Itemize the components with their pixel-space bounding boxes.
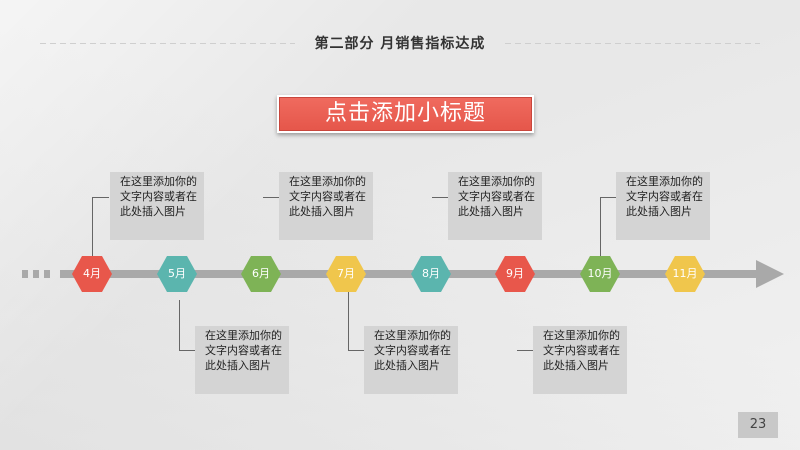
connector-line	[600, 197, 616, 198]
month-marker-11[interactable]: 11月	[665, 256, 705, 292]
timeline-arrow-icon	[756, 260, 784, 288]
month-label: 4月	[83, 267, 101, 280]
page-number: 23	[738, 412, 778, 438]
connector-line	[92, 197, 93, 258]
month-label: 10月	[587, 267, 613, 280]
connector-line	[179, 300, 180, 350]
note-box[interactable]: 在这里添加你的文字内容或者在此处插入图片	[364, 326, 458, 394]
note-box[interactable]: 在这里添加你的文字内容或者在此处插入图片	[616, 172, 710, 240]
connector-line	[348, 350, 364, 351]
timeline-line	[60, 270, 760, 278]
month-marker-5[interactable]: 5月	[157, 256, 197, 292]
month-label: 9月	[506, 267, 524, 280]
note-box[interactable]: 在这里添加你的文字内容或者在此处插入图片	[195, 326, 289, 394]
month-label: 7月	[337, 267, 355, 280]
note-box[interactable]: 在这里添加你的文字内容或者在此处插入图片	[448, 172, 542, 240]
timeline-dash	[44, 270, 50, 278]
header-divider-right	[505, 43, 760, 44]
connector-line	[432, 197, 448, 198]
month-label: 8月	[422, 267, 440, 280]
connector-line	[600, 197, 601, 258]
note-box[interactable]: 在这里添加你的文字内容或者在此处插入图片	[279, 172, 373, 240]
month-label: 5月	[168, 267, 186, 280]
subtitle-box[interactable]: 点击添加小标题	[277, 95, 534, 133]
connector-line	[517, 350, 533, 351]
month-label: 6月	[252, 267, 270, 280]
connector-line	[92, 197, 109, 198]
section-title: 第二部分 月销售指标达成	[314, 36, 486, 52]
header-divider-left	[40, 43, 295, 44]
month-marker-10[interactable]: 10月	[580, 256, 620, 292]
timeline-dash	[33, 270, 39, 278]
note-box[interactable]: 在这里添加你的文字内容或者在此处插入图片	[533, 326, 627, 394]
connector-line	[348, 292, 349, 350]
note-box[interactable]: 在这里添加你的文字内容或者在此处插入图片	[110, 172, 204, 240]
month-label: 11月	[672, 267, 698, 280]
connector-line	[263, 197, 279, 198]
connector-line	[179, 350, 195, 351]
timeline-dash	[22, 270, 28, 278]
